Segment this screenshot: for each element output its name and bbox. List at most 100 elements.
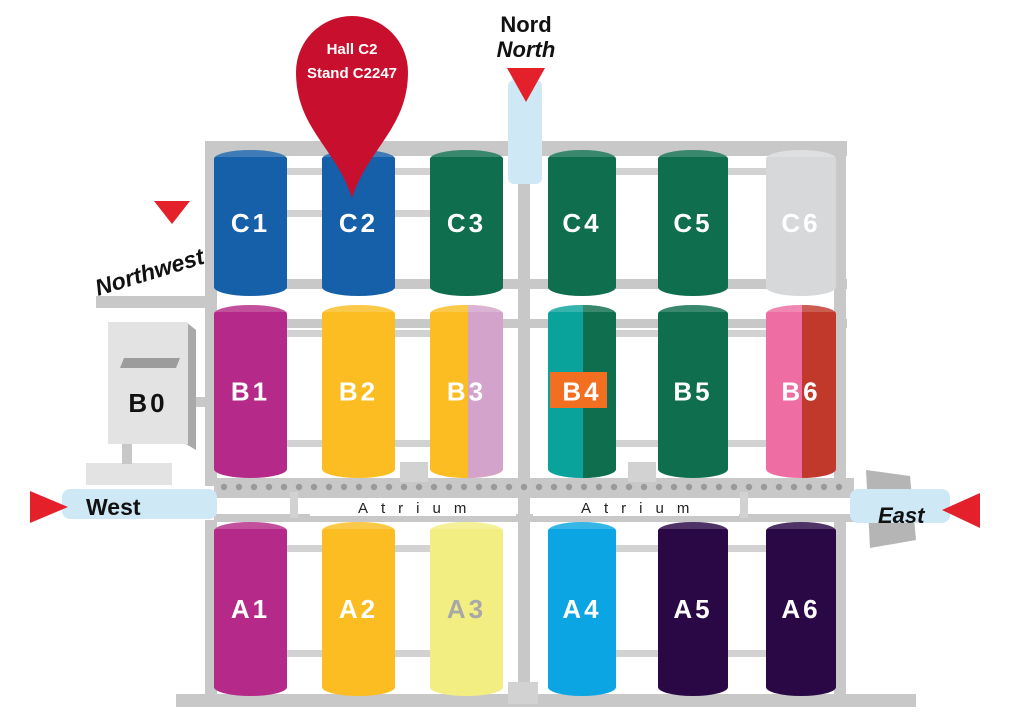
hall-C3-shine [430, 150, 503, 157]
hall-C5[interactable]: C5 [658, 150, 728, 296]
hall-C3[interactable]: C3 [430, 150, 503, 296]
atrium-dot [385, 483, 393, 491]
atrium-dot [340, 483, 348, 491]
atrium-dot [460, 483, 468, 491]
corridor-atrium-strip [214, 478, 854, 498]
atrium-dot [565, 483, 573, 491]
atrium-dot [400, 483, 408, 491]
hall-A2[interactable]: A2 [322, 522, 395, 696]
hall-label-B5: B5 [673, 377, 712, 407]
east-arrow-icon [942, 493, 980, 528]
atrium-dot [580, 483, 588, 491]
hall-A3-fill [430, 522, 503, 696]
hall-C6[interactable]: C6 [766, 150, 836, 296]
atrium-dot [670, 483, 678, 491]
hall-C5-body [658, 150, 728, 296]
corridor-right-lower [834, 520, 846, 700]
hall-A6[interactable]: A6 [766, 522, 836, 696]
entrance-northwest[interactable]: Northwest [92, 201, 208, 301]
hall-B3-shine [430, 305, 503, 312]
hall-A4[interactable]: A4 [548, 522, 616, 696]
atrium-dot [520, 483, 528, 491]
hall-A1-body [214, 522, 287, 696]
hall-A4-fill [548, 522, 616, 696]
corridor-center-vertical [518, 150, 530, 703]
atrium-dot [595, 483, 603, 491]
hall-B0-slot [120, 358, 180, 368]
corridor-atrium-bottom [214, 514, 854, 522]
hall-A6-shine [766, 522, 836, 529]
atrium-dotted-strip [220, 483, 843, 491]
entrance-west-bar [62, 489, 217, 519]
atrium-dot [700, 483, 708, 491]
hall-C4[interactable]: C4 [548, 150, 616, 296]
atrium-dot [475, 483, 483, 491]
atrium-dot [505, 483, 513, 491]
entrance-north[interactable]: Nord North [497, 12, 556, 184]
hall-B0[interactable]: B0 [86, 322, 196, 485]
hall-label-C5: C5 [673, 208, 712, 238]
hall-label-C1: C1 [231, 208, 270, 238]
entrance-west-label: West [86, 494, 141, 520]
atrium-floor-right [533, 498, 739, 516]
hall-A4-shine [548, 522, 616, 529]
hall-B6[interactable]: B6 [766, 305, 836, 478]
atrium-dot [355, 483, 363, 491]
entrance-east[interactable]: East [850, 470, 980, 548]
hall-B4-shine [548, 305, 616, 312]
hall-label-A2: A2 [339, 594, 378, 624]
atrium-dot [760, 483, 768, 491]
hall-B1[interactable]: B1 [214, 305, 287, 478]
hall-label-B6: B6 [781, 377, 820, 407]
hall-C1-body [214, 150, 287, 296]
entrance-north-label-de: Nord [500, 12, 551, 37]
hall-A3[interactable]: A3 [430, 522, 503, 696]
west-arrow-icon [30, 491, 68, 523]
hall-label-C4: C4 [562, 208, 601, 238]
hall-B4[interactable]: B4 [548, 305, 616, 478]
hall-C5-fill [658, 150, 728, 296]
entrance-east-bar [850, 489, 950, 523]
hall-A2-body [322, 522, 395, 696]
north-arrow-icon [507, 68, 545, 102]
corridor-northwest [96, 296, 211, 308]
hall-B0-body [108, 322, 188, 444]
hall-A5[interactable]: A5 [658, 522, 728, 696]
hall-A5-shine [658, 522, 728, 529]
hall-B6-shine [766, 305, 836, 312]
atrium-dot [445, 483, 453, 491]
atrium-dot [820, 483, 828, 491]
atrium-dot [430, 483, 438, 491]
hall-B3[interactable]: B3 [430, 305, 503, 478]
entrance-east-label: East [878, 503, 926, 528]
atrium-dot [715, 483, 723, 491]
hall-label-A3: A3 [447, 594, 486, 624]
hall-A2-shine [322, 522, 395, 529]
hall-B0-stem [122, 444, 132, 464]
atrium-dot [325, 483, 333, 491]
corridor-right [834, 141, 846, 486]
atrium-dot [805, 483, 813, 491]
entrance-west[interactable]: West [30, 489, 217, 523]
atrium-dot [610, 483, 618, 491]
location-pin[interactable]: Hall C2 Stand C2247 [296, 16, 408, 198]
hall-A1[interactable]: A1 [214, 522, 287, 696]
atrium-dot [655, 483, 663, 491]
hall-B5[interactable]: B5 [658, 305, 728, 478]
hall-A3-shine [430, 522, 503, 529]
hall-B6-body [766, 305, 836, 478]
hall-C1[interactable]: C1 [214, 150, 287, 296]
hall-B4-body [548, 305, 616, 478]
hall-label-C6: C6 [781, 208, 820, 238]
hall-C3-fill [430, 150, 503, 296]
hall-label-B4: B4 [562, 377, 601, 407]
atrium-dot [640, 483, 648, 491]
hall-B5-body [658, 305, 728, 478]
corridor-network [96, 141, 916, 707]
hall-C6-shine [766, 150, 836, 157]
hall-label-A6: A6 [781, 594, 820, 624]
hall-C4-shine [548, 150, 616, 157]
hall-B2[interactable]: B2 [322, 305, 395, 478]
map-pin-icon [296, 16, 408, 198]
hall-B3-body [430, 305, 503, 478]
